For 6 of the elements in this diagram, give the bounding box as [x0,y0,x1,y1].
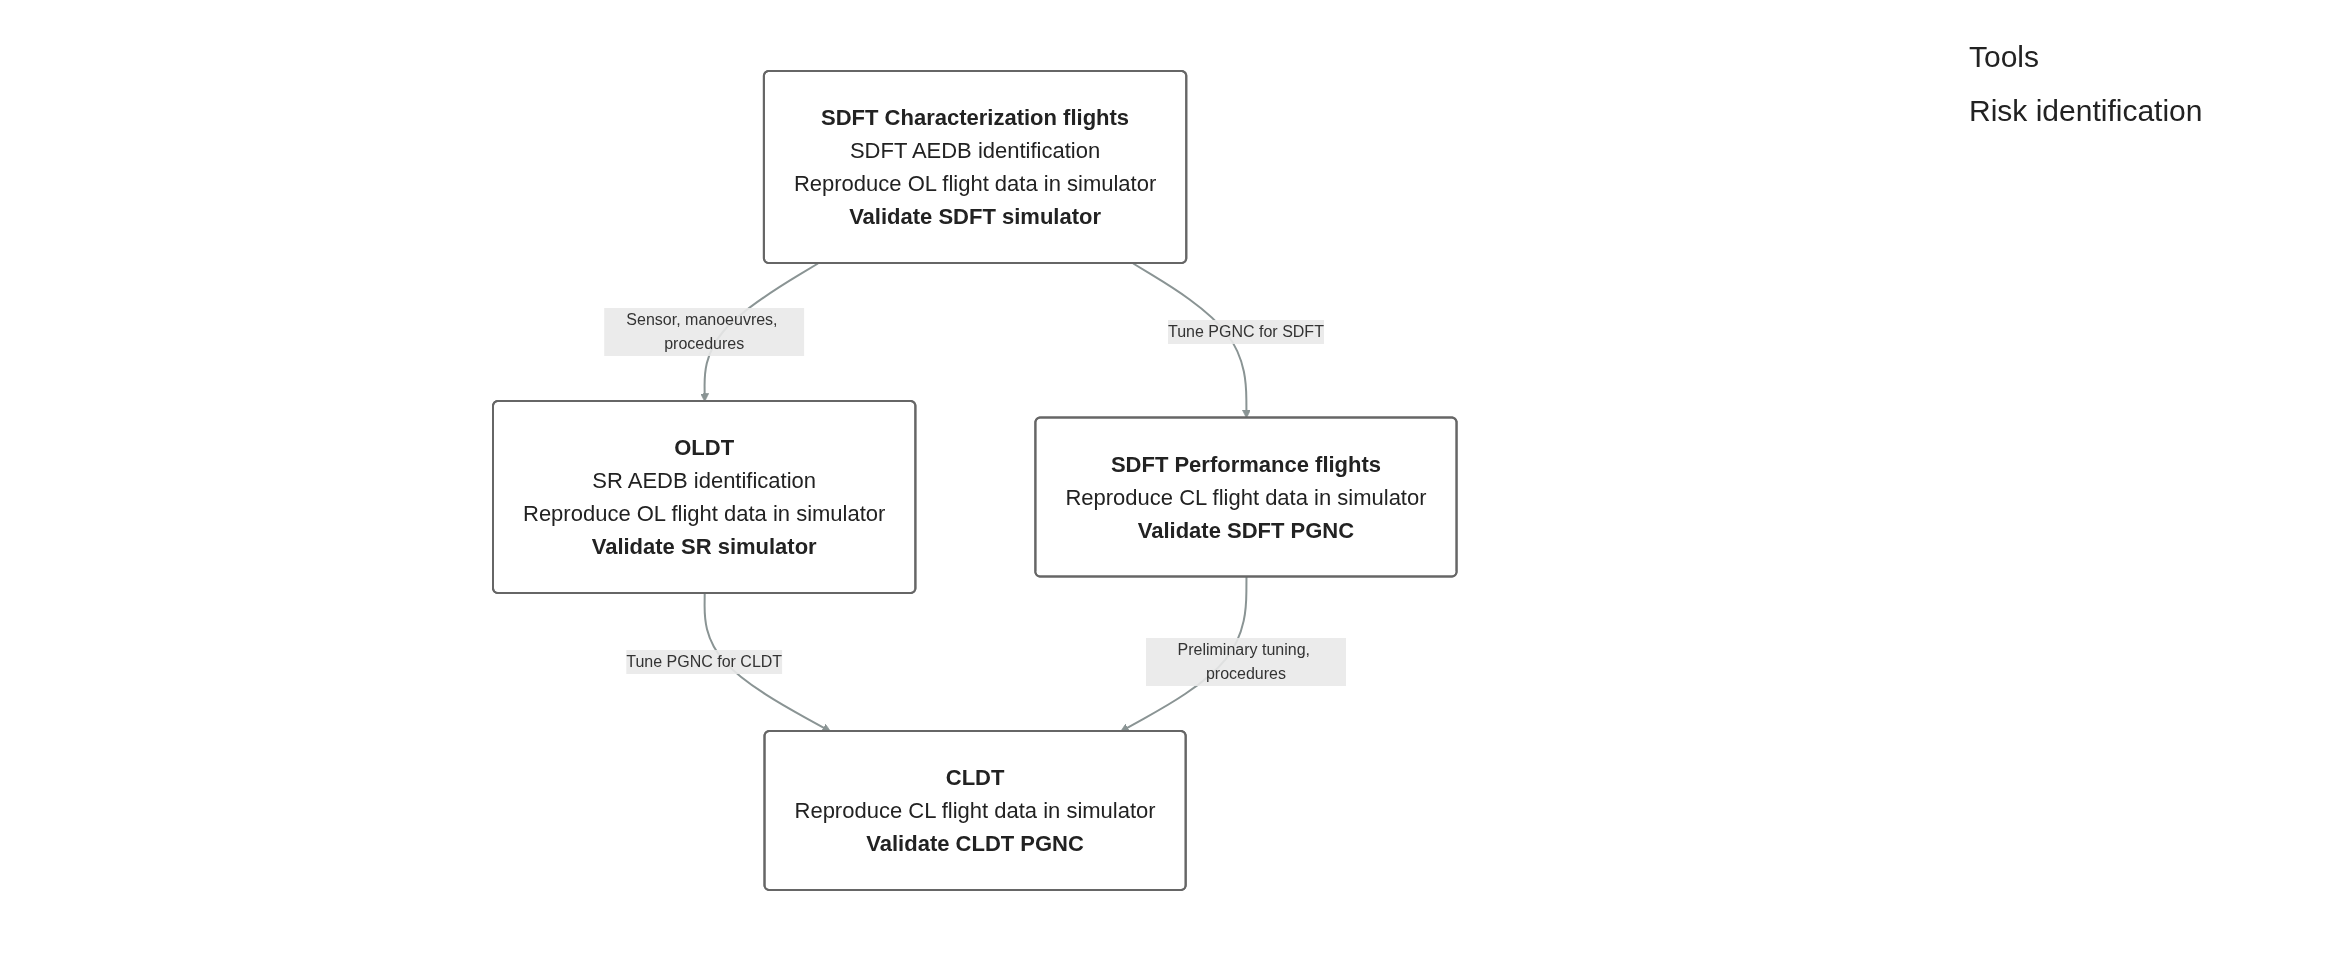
note-text: Tools [1969,40,2041,74]
edge-label: Sensor, manoeuvres, procedures [626,311,778,352]
edge-label: Preliminary tuning, procedures [1177,641,1310,682]
edge-label: Tune PGNC for SDFT [1167,323,1324,340]
edge-label: Tune PGNC for CLDT [625,653,782,670]
note-text: Risk identification [1969,94,2204,128]
